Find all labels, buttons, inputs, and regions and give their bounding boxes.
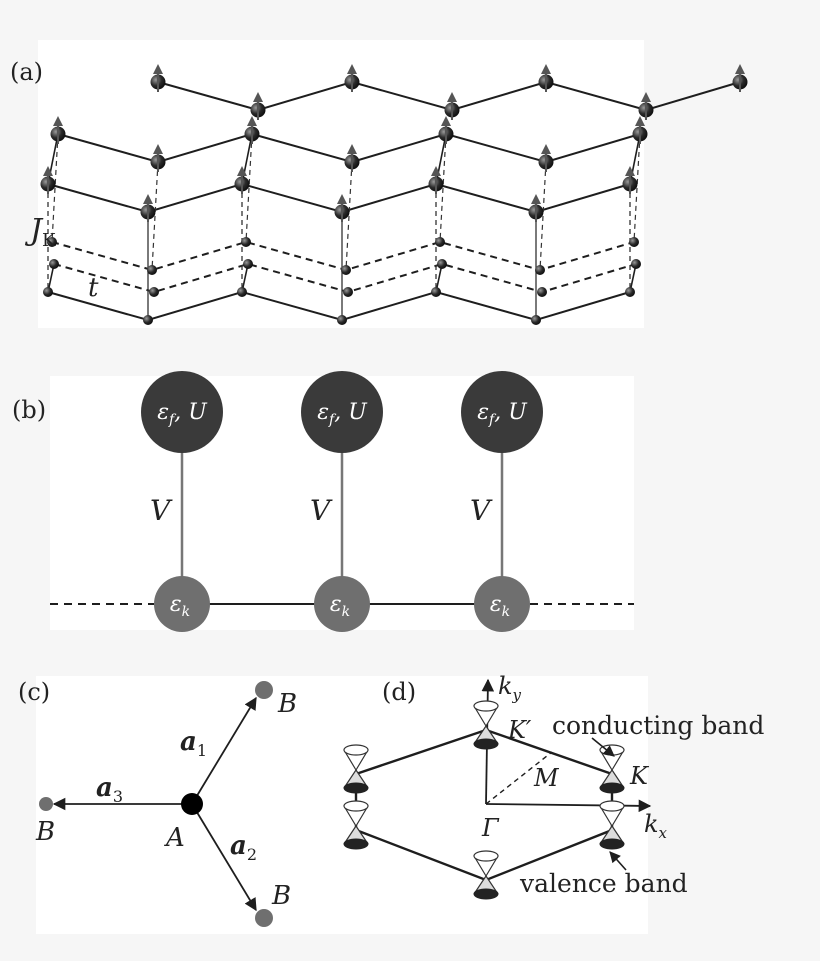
- hybridization-label: V: [470, 494, 493, 527]
- anderson-site-1: εf, U V εk: [141, 371, 223, 632]
- conduction-label: εk: [330, 592, 350, 620]
- conduction-site: [531, 315, 541, 325]
- conduction-node: [474, 576, 530, 632]
- valence-band-label: valence band: [519, 869, 688, 898]
- conduction-site: [535, 265, 545, 275]
- conduction-site: [625, 287, 635, 297]
- conduction-site: [243, 259, 253, 269]
- conduction-site: [49, 259, 59, 269]
- lower-cone-rim: [473, 888, 499, 900]
- conduction-site: [341, 265, 351, 275]
- f-orbital-label: εf, U: [317, 400, 368, 428]
- ky-label: ky: [498, 672, 522, 704]
- site-a-label: A: [164, 823, 185, 853]
- vector-a3-label: a3: [96, 773, 123, 806]
- honeycomb-lattice: [40, 64, 748, 325]
- lower-cone-rim: [599, 782, 625, 794]
- panel-b: (b) εf, U V εk εf, U V: [12, 371, 634, 632]
- kondo-link: [539, 161, 547, 271]
- conduction-site: [343, 287, 353, 297]
- conduction-site: [337, 315, 347, 325]
- conduction-site: [237, 287, 247, 297]
- upper-cone-rim: [343, 744, 369, 756]
- dirac-cone: [473, 700, 499, 750]
- kondo-link: [245, 133, 253, 243]
- conduction-site: [431, 287, 441, 297]
- vector-a2-arrow: [191, 803, 257, 912]
- conduction-site: [47, 237, 57, 247]
- lower-cone-rim: [473, 738, 499, 750]
- conduction-node: [314, 576, 370, 632]
- site-a-node: [181, 793, 203, 815]
- gamma-label: Γ: [481, 814, 500, 842]
- panel-a-label: (a): [10, 58, 43, 86]
- site-b-node-bottom: [255, 909, 273, 927]
- conduction-site: [149, 287, 159, 297]
- hopping-label: t: [88, 273, 99, 303]
- upper-cone-rim: [473, 700, 499, 712]
- valence-band-pointer: [609, 851, 627, 871]
- panel-b-label: (b): [12, 396, 46, 424]
- f-orbital-node: [141, 371, 223, 453]
- vector-a1-arrow: [191, 696, 257, 805]
- anderson-site-2: εf, U V εk: [301, 371, 383, 632]
- upper-cone-rim: [473, 850, 499, 862]
- m-point-label: M: [533, 764, 560, 792]
- panel-c: (c) A B B B a1 a2 a3: [18, 676, 648, 934]
- upper-cone-rim: [343, 800, 369, 812]
- panel-a: (a) JK t: [10, 40, 748, 328]
- conduction-site: [631, 259, 641, 269]
- upper-cone-rim: [599, 800, 625, 812]
- hybridization-label: V: [310, 494, 333, 527]
- f-orbital-label: εf, U: [157, 400, 208, 428]
- dirac-cones: [343, 700, 625, 900]
- site-b-label-top: B: [277, 689, 297, 719]
- f-orbital-node: [461, 371, 543, 453]
- site-b-label-left: B: [35, 817, 55, 847]
- lower-cone-rim: [343, 782, 369, 794]
- conduction-site: [43, 287, 53, 297]
- conduction-site: [143, 315, 153, 325]
- conduction-site: [629, 237, 639, 247]
- dirac-cone: [599, 800, 625, 850]
- conduction-label: εk: [170, 592, 190, 620]
- panel-d-label: (d): [382, 678, 416, 706]
- dirac-cone: [343, 744, 369, 794]
- conducting-band-label: conducting band: [552, 711, 764, 740]
- kondo-link: [633, 133, 641, 243]
- kondo-link: [345, 161, 353, 271]
- dirac-cone: [343, 800, 369, 850]
- hybridization-label: V: [150, 494, 173, 527]
- lower-cone-rim: [343, 838, 369, 850]
- dirac-cone: [473, 850, 499, 900]
- conduction-site: [147, 265, 157, 275]
- panel-d: (d) ky kx Γ M K K′ conducting band valen…: [343, 672, 764, 900]
- vector-a2-label: a2: [230, 831, 257, 864]
- conduction-node: [154, 576, 210, 632]
- site-b-label-bottom: B: [271, 881, 291, 911]
- conduction-site: [437, 259, 447, 269]
- conduction-site: [241, 237, 251, 247]
- conduction-site: [537, 287, 547, 297]
- anderson-site-3: εf, U V εk: [461, 371, 543, 632]
- kondo-link: [439, 133, 447, 243]
- k-prime-point-label: K′: [507, 716, 532, 744]
- vector-a1-label: a1: [180, 727, 207, 760]
- f-orbital-label: εf, U: [477, 400, 528, 428]
- k-point-label: K: [629, 762, 650, 790]
- conduction-label: εk: [490, 592, 510, 620]
- kx-label: kx: [644, 810, 668, 842]
- kondo-link: [51, 133, 59, 243]
- panel-c-label: (c): [18, 678, 50, 706]
- conduction-site: [435, 237, 445, 247]
- lower-cone-rim: [599, 838, 625, 850]
- conducting-band-pointer: [591, 737, 615, 757]
- kondo-link: [151, 161, 159, 271]
- site-b-node-left: [39, 797, 53, 811]
- f-orbital-node: [301, 371, 383, 453]
- site-b-node-top: [255, 681, 273, 699]
